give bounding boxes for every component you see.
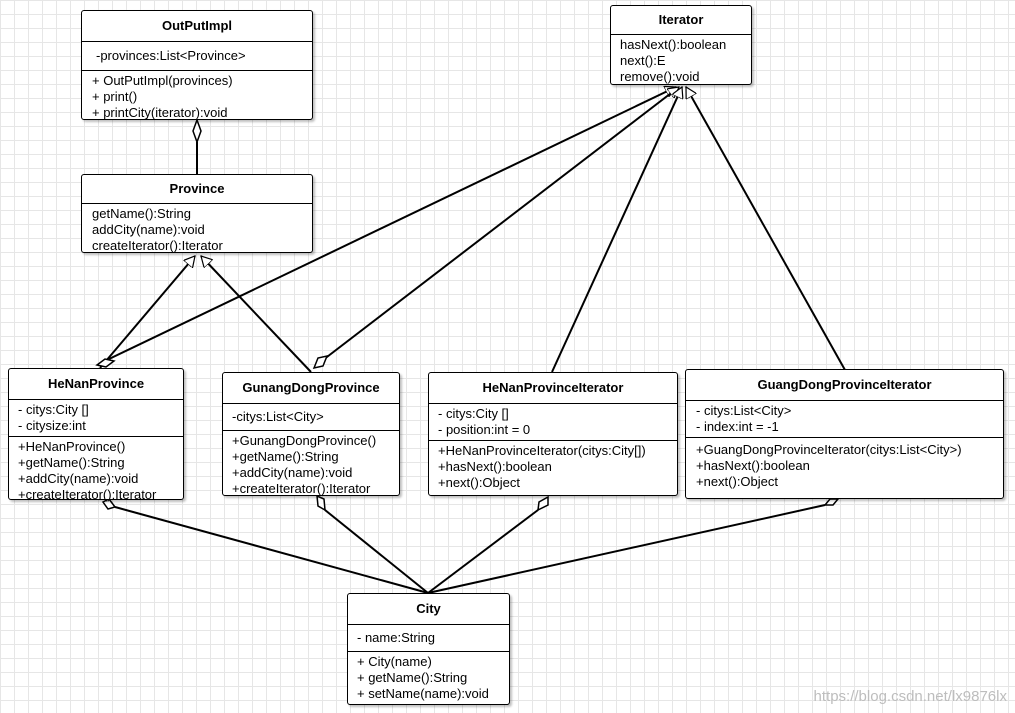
- class-gunangdongprovince[interactable]: GunangDongProvince -citys:List<City> +Gu…: [222, 372, 400, 496]
- method: +HeNanProvinceIterator(citys:City[]): [438, 443, 646, 458]
- methods-section: getName():String addCity(name):void crea…: [82, 204, 312, 256]
- methods-section: + City(name) + getName():String + setNam…: [348, 652, 509, 704]
- method: +next():Object: [696, 474, 779, 489]
- class-province[interactable]: Province getName():String addCity(name):…: [81, 174, 313, 253]
- method: + OutPutImpl(provinces): [92, 73, 233, 88]
- attribute: - citys:List<City>: [696, 403, 792, 418]
- method: + City(name): [357, 654, 432, 669]
- method: + setName(name):void: [357, 686, 489, 701]
- methods-section: +GuangDongProvinceIterator(citys:List<Ci…: [686, 438, 1003, 490]
- class-outputimpl[interactable]: OutPutImpl -provinces:List<Province> + O…: [81, 10, 313, 120]
- agg-henan-city: [114, 506, 429, 594]
- diamond-gditer-city: [823, 498, 840, 506]
- class-title: Province: [82, 175, 312, 204]
- method: +createIterator():Iterator: [232, 481, 371, 496]
- realize-gditer-iterator: [685, 87, 846, 371]
- method: + print(): [92, 89, 138, 104]
- diamond-henaniter-city: [537, 495, 549, 512]
- method: +hasNext():boolean: [696, 458, 810, 473]
- diamond-outputimpl: [192, 117, 202, 145]
- class-henanprovinceiterator[interactable]: HeNanProvinceIterator - citys:City [] - …: [428, 372, 678, 496]
- class-title: HeNanProvinceIterator: [429, 373, 677, 404]
- attributes-section: -provinces:List<Province>: [82, 42, 312, 71]
- watermark: https://blog.csdn.net/lx9876lx: [813, 688, 1007, 705]
- method: +addCity(name):void: [232, 465, 353, 480]
- class-title: GunangDongProvince: [223, 373, 399, 404]
- method: hasNext():boolean: [620, 37, 727, 52]
- diamond-guangdong-city: [316, 494, 326, 512]
- method: + printCity(iterator):void: [92, 105, 228, 120]
- attribute: - citys:City []: [438, 406, 509, 421]
- method: + getName():String: [357, 670, 468, 685]
- method: addCity(name):void: [92, 222, 205, 237]
- method: +createIterator():Iterator: [18, 487, 157, 502]
- method: +HeNanProvince(): [18, 439, 126, 454]
- attributes-section: - citys:City [] - position:int = 0: [429, 404, 677, 441]
- method: createIterator():Iterator: [92, 238, 223, 253]
- attributes-section: - name:String: [348, 625, 509, 652]
- method: +GunangDongProvince(): [232, 433, 377, 448]
- methods-section: hasNext():boolean next():E remove():void: [611, 35, 751, 87]
- realize-henan-province: [99, 256, 195, 369]
- attribute: - citysize:int: [18, 418, 86, 433]
- attribute: - position:int = 0: [438, 422, 531, 437]
- class-title: Iterator: [611, 6, 751, 35]
- attribute: -citys:List<City>: [232, 409, 324, 424]
- methods-section: + OutPutImpl(provinces) + print() + prin…: [82, 71, 312, 123]
- agg-guangdong-city: [324, 509, 429, 594]
- class-title: OutPutImpl: [82, 11, 312, 42]
- class-title: GuangDongProvinceIterator: [686, 370, 1003, 401]
- agg-gditer-city: [427, 504, 826, 594]
- attributes-section: - citys:List<City> - index:int = -1: [686, 401, 1003, 438]
- method: remove():void: [620, 69, 700, 84]
- method: +getName():String: [18, 455, 125, 470]
- realize-guangdong-province: [201, 256, 312, 373]
- methods-section: +HeNanProvince() +getName():String +addC…: [9, 437, 183, 505]
- attribute: - citys:City []: [18, 402, 89, 417]
- method: +next():Object: [438, 475, 521, 490]
- attribute: - index:int = -1: [696, 419, 779, 434]
- class-title: City: [348, 594, 509, 625]
- class-title: HeNanProvince: [9, 369, 183, 400]
- link-henan-iterator: [108, 87, 676, 360]
- method: +hasNext():boolean: [438, 459, 552, 474]
- method: +addCity(name):void: [18, 471, 139, 486]
- realize-henaniter-iterator: [551, 87, 682, 373]
- methods-section: +HeNanProvinceIterator(citys:City[]) +ha…: [429, 441, 677, 493]
- attributes-section: - citys:City [] - citysize:int: [9, 400, 183, 437]
- diamond-henan-iterator: [95, 358, 116, 368]
- methods-section: +GunangDongProvince() +getName():String …: [223, 431, 399, 499]
- attributes-section: -citys:List<City>: [223, 404, 399, 431]
- link-guangdong-iterator: [322, 86, 679, 361]
- method: +GuangDongProvinceIterator(citys:List<Ci…: [696, 442, 962, 457]
- attribute: -provinces:List<Province>: [96, 48, 246, 63]
- method: +getName():String: [232, 449, 339, 464]
- diamond-guangdong-iterator: [312, 354, 329, 370]
- method: next():E: [620, 53, 666, 68]
- attribute: - name:String: [357, 630, 436, 645]
- diamond-henan-city: [101, 498, 117, 510]
- class-henanprovince[interactable]: HeNanProvince - citys:City [] - citysize…: [8, 368, 184, 502]
- class-city[interactable]: City - name:String + City(name) + getNam…: [347, 593, 510, 705]
- method: getName():String: [92, 206, 191, 221]
- class-iterator[interactable]: Iterator hasNext():boolean next():E remo…: [610, 5, 752, 85]
- class-guangdongprovinceiterator[interactable]: GuangDongProvinceIterator - citys:List<C…: [685, 369, 1004, 499]
- agg-henaniter-city: [427, 509, 539, 594]
